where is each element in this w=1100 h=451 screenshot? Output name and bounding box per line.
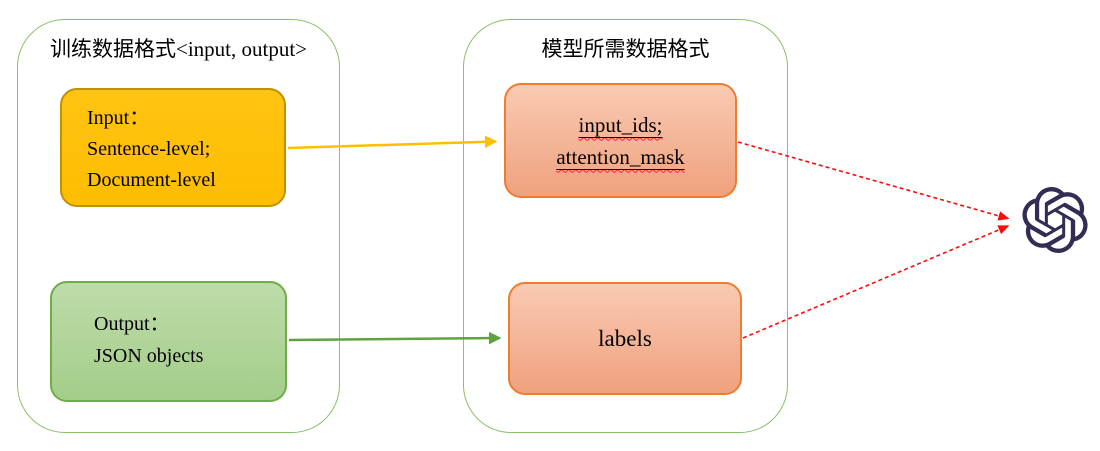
output-node-line: JSON objects <box>94 345 204 367</box>
input-node: Input： Sentence-level; Document-level <box>60 88 286 207</box>
openai-logo-icon <box>1022 187 1088 254</box>
labels-text: labels <box>598 325 652 351</box>
output-node-line: Output： <box>94 313 170 335</box>
output-node: Output： JSON objects <box>50 281 287 402</box>
training-data-group: 训练数据格式<input, output> <box>17 19 340 433</box>
input-ids-node: input_ids; attention_mask <box>504 83 737 198</box>
labels-node: labels <box>508 282 742 395</box>
model-data-group: 模型所需数据格式 <box>463 19 788 433</box>
input-node-line: Document-level <box>87 169 216 191</box>
model-data-group-title: 模型所需数据格式 <box>541 37 710 61</box>
input-node-line: Sentence-level; <box>87 138 211 160</box>
training-data-group-title: 训练数据格式<input, output> <box>49 37 308 61</box>
input-ids-node-line: attention_mask <box>556 141 684 173</box>
input-ids-text: input_ids; <box>578 112 663 137</box>
attention-mask-text: attention_mask <box>556 144 685 169</box>
input-node-line: Input： <box>87 107 150 129</box>
input-ids-node-line: input_ids; <box>578 109 662 141</box>
